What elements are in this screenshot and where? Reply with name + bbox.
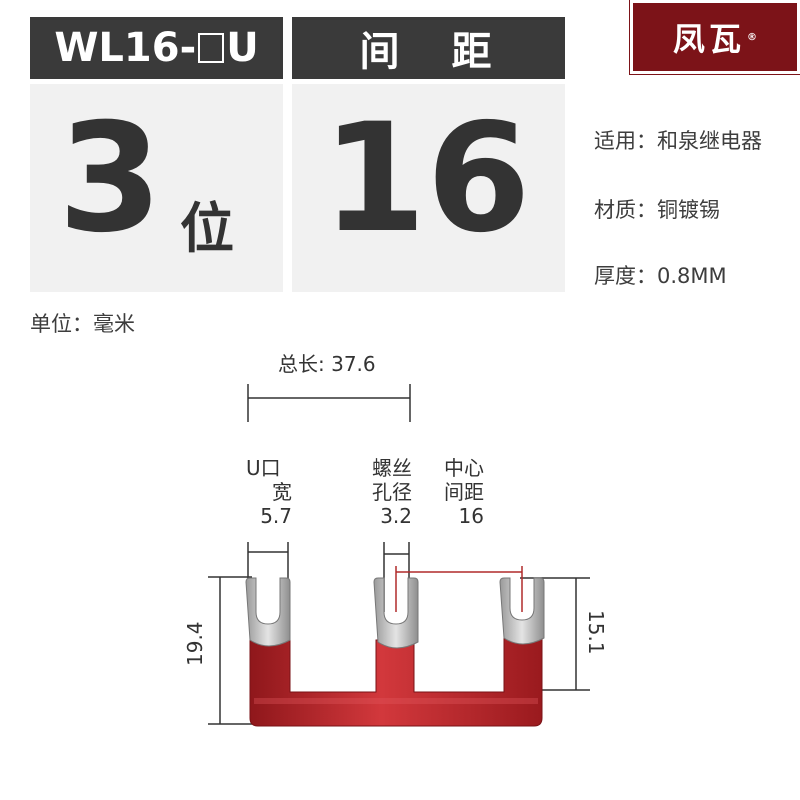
positions-panel: 3 位	[30, 84, 283, 292]
property-material: 材质：铜镀锡	[594, 198, 720, 222]
screw-hole-value: 3.2	[380, 504, 412, 528]
u-width-label-line1: U口	[246, 456, 281, 480]
screw-hole-label-line1: 螺丝	[372, 456, 412, 480]
brand-logo: 凤瓦®	[629, 0, 800, 75]
screw-hole-dimension	[383, 542, 410, 612]
height-total-dimension	[208, 576, 252, 725]
pitch-value: 16	[458, 504, 484, 528]
screw-hole-label: 螺丝 孔径 3.2	[362, 456, 412, 528]
u-width-label-line2: 宽	[272, 480, 292, 504]
fork-terminal-left	[245, 577, 291, 647]
positions-value: 3	[58, 92, 163, 266]
model-suffix: U	[226, 25, 259, 71]
u-width-dimension	[247, 542, 289, 582]
brand-name: 凤瓦	[672, 20, 745, 58]
fork-terminal-middle	[373, 577, 419, 649]
property-application: 适用：和泉继电器	[594, 129, 762, 153]
spacing-header: 间 距	[292, 17, 565, 79]
pitch-label-line2: 间距	[444, 480, 484, 504]
height-inner-dimension	[520, 577, 590, 691]
pitch-label-line1: 中心	[444, 456, 484, 480]
model-prefix: WL16-	[54, 25, 197, 71]
height-inner-label: 15.1	[584, 610, 608, 655]
spacing-value: 16	[322, 92, 531, 266]
screw-hole-label-line2: 孔径	[372, 480, 412, 504]
red-insulation-body	[249, 635, 543, 727]
property-thickness: 厚度：0.8MM	[594, 264, 727, 288]
registered-mark: ®	[747, 31, 757, 43]
model-header: WL16- U	[30, 17, 283, 79]
u-width-label: U口 宽 5.7	[240, 456, 296, 528]
pitch-dimension	[395, 566, 523, 612]
positions-unit: 位	[180, 197, 234, 260]
fork-terminal-right	[499, 577, 545, 645]
spacing-title: 间 距	[359, 29, 498, 75]
unit-note: 单位：毫米	[30, 312, 135, 336]
height-total-label: 19.4	[183, 621, 207, 666]
pitch-label: 中心 间距 16	[432, 456, 484, 528]
total-length-dimension	[247, 384, 411, 422]
u-width-value: 5.7	[260, 504, 292, 528]
blank-box-icon	[198, 33, 225, 63]
total-length-label: 总长: 37.6	[278, 352, 376, 376]
spacing-panel: 16	[292, 84, 565, 292]
